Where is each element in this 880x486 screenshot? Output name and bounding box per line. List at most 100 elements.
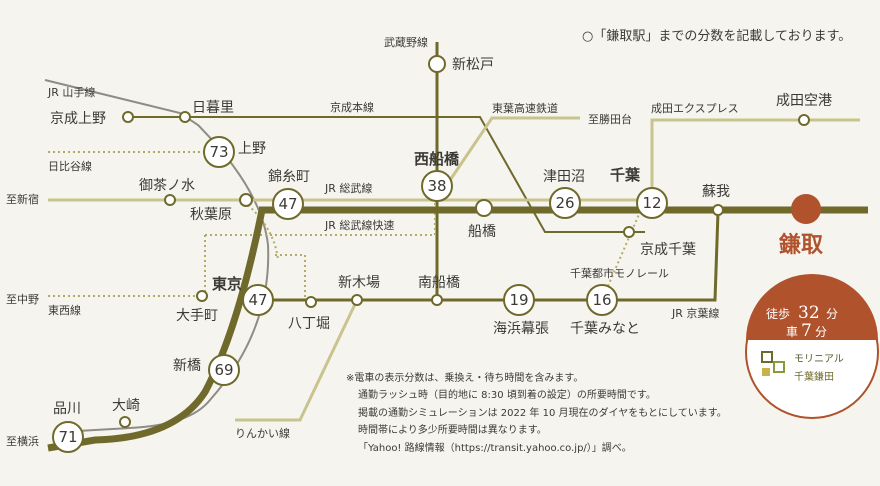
line-narita-express: 成田エクスプレス	[651, 102, 739, 115]
dot-shin-matsudo	[428, 55, 446, 73]
line-musashino: 武蔵野線	[384, 35, 428, 49]
narita-express-line	[650, 118, 860, 200]
kamatori-marker	[791, 194, 821, 224]
line-shinjuku: 至新宿	[6, 192, 39, 206]
station-keisei-ueno: 京成上野	[50, 111, 106, 127]
dot-narita-airport	[798, 114, 810, 126]
svg-text:26: 26	[555, 194, 574, 212]
minute-shinagawa: 71	[52, 421, 84, 453]
svg-text:73: 73	[209, 143, 228, 161]
dot-nippori	[179, 111, 191, 123]
station-kaihin-makuhari: 海浜幕張	[493, 321, 549, 337]
station-narita-airport: 成田空港	[776, 93, 832, 109]
dot-minami-funabashi	[431, 294, 443, 306]
station-nishi-funabashi: 西船橋	[414, 150, 460, 168]
line-tozai: 東西線	[48, 303, 81, 317]
note-4: 「Yahoo! 路線情報（https://transit.yahoo.co.jp…	[358, 441, 632, 454]
brand-line1: モリニアル	[794, 354, 844, 365]
legend-text: ○「鎌取駅」までの分数を記載しております。	[582, 28, 851, 44]
station-shinkiba: 新木場	[338, 275, 380, 291]
station-nippori: 日暮里	[192, 100, 234, 116]
line-sobu: JR 総武線	[324, 181, 372, 195]
access-badge: 徒歩 32 分 車 7 分 モリニアル 千葉鎌田	[745, 274, 879, 419]
station-shimbashi: 新橋	[173, 358, 201, 374]
dot-soga	[712, 204, 724, 216]
svg-text:12: 12	[642, 194, 661, 212]
dot-osaki	[119, 416, 131, 428]
svg-text:47: 47	[278, 195, 297, 213]
svg-text:69: 69	[214, 361, 233, 379]
svg-text:71: 71	[58, 428, 77, 446]
note-2: 掲載の通勤シミュレーションは 2022 年 10 月現在のダイヤをもとにしていま…	[358, 406, 727, 419]
station-tsudanuma: 津田沼	[543, 169, 585, 185]
main-line	[47, 206, 868, 452]
note-1: 通勤ラッシュ時（目的地に 8:30 頃到着の設定）の所要時間です。	[358, 388, 656, 401]
line-keiyo: JR 京葉線	[671, 306, 719, 320]
line-nakano: 至中野	[6, 293, 39, 306]
station-minami-funabashi: 南船橋	[418, 275, 460, 291]
car-unit: 分	[815, 325, 827, 339]
car-minutes: 7	[801, 321, 812, 341]
walk-unit: 分	[826, 307, 838, 321]
rinkai-line	[235, 299, 359, 422]
line-sobu-rapid: JR 総武線快速	[324, 218, 394, 232]
station-otemachi: 大手町	[176, 308, 218, 324]
sobu-rapid-line	[205, 200, 436, 236]
line-toyo: 東葉高速鉄道	[492, 101, 558, 115]
station-tokyo: 東京	[212, 275, 242, 293]
line-monorail: 千葉都市モノレール	[570, 266, 669, 280]
minute-ueno: 73	[203, 136, 235, 168]
station-shin-matsudo: 新松戸	[452, 57, 494, 73]
svg-text:19: 19	[509, 291, 528, 309]
station-ueno: 上野	[238, 141, 266, 157]
walk-label: 徒歩	[766, 306, 790, 321]
svg-text:16: 16	[592, 291, 611, 309]
station-funabashi: 船橋	[468, 224, 496, 240]
line-keisei: 京成本線	[330, 100, 374, 114]
station-soga: 蘇我	[702, 184, 730, 200]
minute-kaihin-makuhari: 19	[503, 284, 535, 316]
sobu-rapid-tokyo	[247, 204, 279, 261]
dot-keisei-ueno	[122, 111, 134, 123]
station-chiba-minato: 千葉みなと	[570, 321, 640, 337]
line-yokohama: 至横浜	[6, 434, 39, 448]
svg-text:38: 38	[427, 177, 446, 195]
svg-text:47: 47	[248, 291, 267, 309]
station-chiba: 千葉	[610, 166, 641, 184]
station-akihabara: 秋葉原	[190, 207, 232, 223]
note-3: 時間帯により多少所要時間は異なります。	[358, 423, 547, 436]
minute-chiba-minato: 16	[586, 284, 618, 316]
walk-minutes: 32	[798, 303, 820, 323]
dot-ochanomizu	[164, 194, 176, 206]
brand-line2: 千葉鎌田	[794, 370, 834, 383]
minute-nishi-funabashi: 38	[421, 170, 453, 202]
station-kamatori: 鎌取	[778, 232, 823, 258]
keiyo-line	[258, 211, 720, 302]
line-yamanote: JR 山手線	[47, 85, 95, 99]
keisei-line	[128, 116, 645, 233]
dot-otemachi	[196, 290, 208, 302]
minute-tsudanuma: 26	[549, 187, 581, 219]
line-rinkai: りんかい線	[235, 426, 290, 440]
station-keisei-chiba: 京成千葉	[640, 242, 696, 258]
keiyo-otemachi-dotted	[275, 254, 306, 300]
station-ochanomizu: 御茶ノ水	[139, 178, 195, 194]
station-osaki: 大崎	[112, 398, 140, 414]
brand-logo-icon	[761, 351, 785, 376]
dot-keisei-chiba	[623, 226, 635, 238]
minute-chiba: 12	[636, 187, 668, 219]
note-0: ※電車の表示分数は、乗換え・待ち時間を含みます。	[346, 371, 583, 384]
minute-kinshicho: 47	[272, 188, 304, 220]
dot-shinkiba	[351, 294, 363, 306]
toyo-line	[438, 116, 580, 196]
minute-tokyo: 47	[242, 284, 274, 316]
dot-akihabara	[239, 193, 253, 207]
line-katsutadai: 至勝田台	[588, 112, 632, 126]
car-label: 車	[786, 325, 798, 339]
station-kinshicho: 錦糸町	[268, 168, 310, 185]
minute-shimbashi: 69	[208, 354, 240, 386]
station-hatchobori: 八丁堀	[288, 316, 330, 332]
line-hibiya: 日比谷線	[48, 159, 92, 173]
dot-hatchobori	[305, 296, 317, 308]
